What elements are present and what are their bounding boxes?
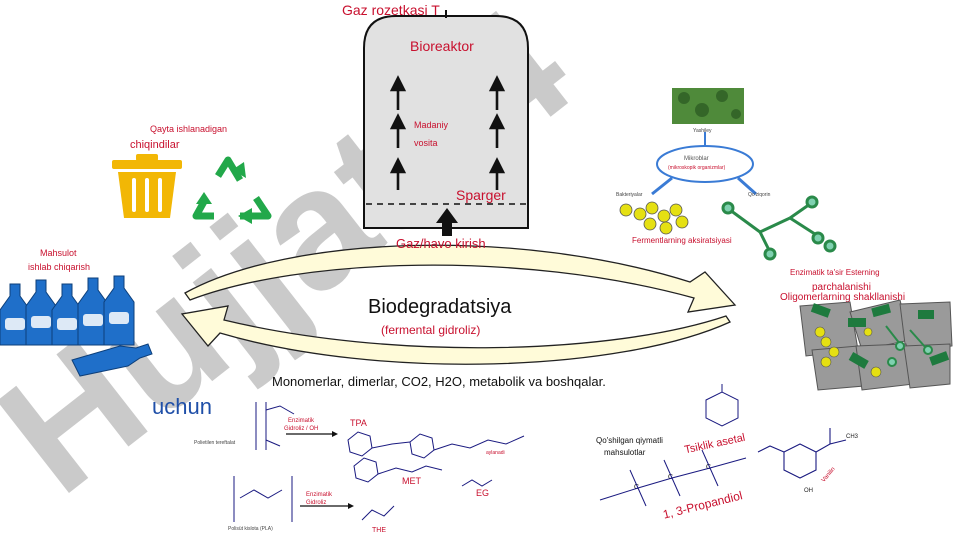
met-molecule <box>353 457 443 483</box>
microbe-ellipse-label-2: (mikroskopik organizmlar) <box>668 165 726 171</box>
recycle-icon <box>192 156 272 224</box>
value-added-label-2: mahsulotlar <box>604 448 646 457</box>
products-line: Monomerlar, dimerlar, CO2, H2O, metaboli… <box>272 374 606 389</box>
hydrolysis-arrow-1 <box>286 431 338 437</box>
cycle-arrow-top <box>184 244 737 313</box>
production-label-2: ishlab chiqarish <box>28 262 91 272</box>
recycling-label-1: Qayta ishlanadigan <box>150 124 228 134</box>
enzymatic-label-3: Oligomerlarning shakllanishi <box>780 292 906 303</box>
flow-arrows-right <box>488 75 506 190</box>
enzymatic-hydrolysis-2a: Enzimatik <box>306 492 333 498</box>
microbe-top-label: Yashiley <box>693 128 712 134</box>
biodegradation-title: Biodegradatsiya <box>368 296 512 318</box>
medium-label-1: Madaniy <box>414 120 449 130</box>
pet-polymer-label: Polietilen tereftalat <box>194 440 236 446</box>
pla-structure <box>233 476 293 522</box>
gas-outlet-label: Gaz rozetkasi T <box>342 2 440 18</box>
value-added-label-1: Qo'shilgan qiymatli <box>596 436 663 445</box>
tpa-molecule <box>347 431 525 459</box>
bacteria-label: Bakteriyalar <box>616 192 643 198</box>
biodegradation-subtitle: (fermental gidroliz) <box>381 323 481 337</box>
trash-bin-icon <box>112 154 182 218</box>
fungi-cluster <box>721 195 837 261</box>
bottle-icon-lying <box>71 343 153 377</box>
hydrolysis-arrow-2 <box>300 503 354 509</box>
carbon-atom-2: C <box>668 474 674 481</box>
met-label: MET <box>402 476 421 486</box>
fungi-label: Qo'ziqorin <box>748 192 771 198</box>
enzymatic-label-1: Enzimatik ta'sir Esterning <box>790 268 880 277</box>
conversion-small-label: aylanadi <box>486 450 505 456</box>
eg-label: EG <box>476 488 490 498</box>
vanillin-oh-label: OH <box>804 488 813 494</box>
sparger-label: Sparger <box>456 187 506 203</box>
tpa-label: TPA <box>350 418 367 428</box>
medium-label-2: vosita <box>414 138 438 148</box>
carbon-atom-1: C <box>634 484 640 491</box>
vanillin-molecule <box>757 428 847 479</box>
propanediol-molecule <box>599 449 747 507</box>
bioreactor-title: Bioreaktor <box>410 38 474 54</box>
enzymatic-hydrolysis-1b: Gidroliz / OH <box>284 426 319 432</box>
enzyme-blocks <box>810 303 950 369</box>
bottle-icon <box>103 275 135 346</box>
vanillin-ch3-label: CH3 <box>846 434 859 440</box>
enzymatic-hydrolysis-2b: Gidroliz <box>306 500 327 506</box>
eg-molecule <box>461 479 493 487</box>
the-label: THE <box>372 527 386 534</box>
production-label-1: Mahsulot <box>40 248 77 258</box>
recycling-label-2: chiqindilar <box>130 139 180 151</box>
gas-inlet-label: Gaz/havo kirish <box>396 236 486 251</box>
cycle-arrow-bottom <box>180 305 731 365</box>
degradation-microbes <box>814 326 882 378</box>
cyclic-acetal-molecule <box>705 384 739 427</box>
microbe-ellipse-label-1: Mikroblar <box>684 156 709 162</box>
bottle-icons <box>0 275 153 377</box>
pet-structure <box>255 402 295 450</box>
enzymatic-label-2: parchalanishi <box>812 282 871 293</box>
enzyme-secretion-label: Fermentlarning aksiratsiyasi <box>632 236 732 245</box>
flow-arrows-left <box>389 75 407 190</box>
pla-polymer-label: Polisüt kislota (PLA) <box>228 526 273 532</box>
enzymatic-hydrolysis-1a: Enzimatik <box>288 418 315 424</box>
uchun-label: uchun <box>152 394 212 419</box>
bioreactor-vessel <box>363 15 529 229</box>
gas-inlet-arrow <box>436 208 458 236</box>
bacteria-cluster <box>619 201 689 235</box>
carbon-atom-3: C <box>706 464 712 471</box>
the-molecule <box>361 505 395 521</box>
